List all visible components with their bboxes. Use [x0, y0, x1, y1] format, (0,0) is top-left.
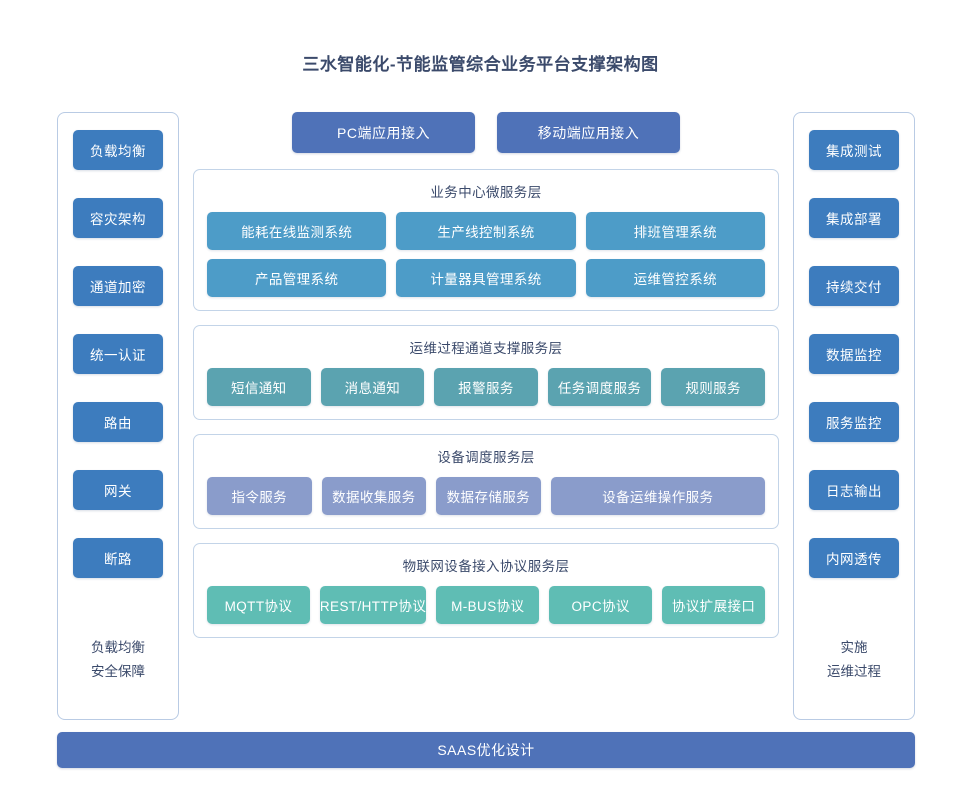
page-title: 三水智能化-节能监管综合业务平台支撑架构图	[302, 55, 659, 74]
layer-device-scheduling: 设备调度服务层 指令服务 数据收集服务 数据存储服务 设备运维操作服务	[193, 434, 779, 529]
node-energy-monitoring-system[interactable]: 能耗在线监测系统	[207, 212, 387, 250]
node-data-storage-service[interactable]: 数据存储服务	[436, 477, 541, 515]
node-task-scheduling-service[interactable]: 任务调度服务	[547, 368, 652, 406]
left-sidebar: 负载均衡 容灾架构 通道加密 统一认证 路由 网关 断路 负载均衡 安全保障	[57, 112, 179, 720]
layer-title-ops: 运维过程通道支撑服务层	[409, 341, 563, 356]
node-mqtt-protocol[interactable]: MQTT协议	[207, 586, 310, 624]
layer-row: MQTT协议 REST/HTTP协议 M-BUS协议 OPC协议 协议扩展接口	[207, 586, 766, 624]
sidebar-item-log-output[interactable]: 日志输出	[809, 470, 899, 510]
bottom-bar-saas[interactable]: SAAS优化设计	[57, 732, 915, 768]
center-column: PC端应用接入 移动端应用接入 业务中心微服务层 能耗在线监测系统 生产线控制系…	[193, 112, 779, 720]
right-sidebar-footer-line2: 运维过程	[827, 663, 881, 679]
left-sidebar-footer-line2: 安全保障	[91, 663, 145, 679]
sidebar-item-service-monitoring[interactable]: 服务监控	[809, 402, 899, 442]
entry-buttons-row: PC端应用接入 移动端应用接入	[193, 112, 779, 153]
layer-row: 能耗在线监测系统 生产线控制系统 排班管理系统	[207, 212, 765, 250]
node-production-line-control-system[interactable]: 生产线控制系统	[396, 212, 576, 250]
sidebar-item-intranet-passthrough[interactable]: 内网透传	[809, 538, 899, 578]
layer-business-microservices: 业务中心微服务层 能耗在线监测系统 生产线控制系统 排班管理系统 产品管理系统 …	[193, 169, 779, 311]
node-alarm-service[interactable]: 报警服务	[434, 368, 538, 406]
sidebar-item-unified-auth[interactable]: 统一认证	[73, 334, 163, 374]
left-sidebar-footer: 负载均衡 安全保障	[91, 636, 145, 683]
node-ops-control-system[interactable]: 运维管控系统	[585, 259, 765, 297]
layer-title-device: 设备调度服务层	[437, 450, 535, 465]
node-rule-service[interactable]: 规则服务	[661, 368, 765, 406]
node-message-notification[interactable]: 消息通知	[320, 368, 425, 406]
sidebar-item-continuous-delivery[interactable]: 持续交付	[809, 266, 899, 306]
sidebar-item-load-balance[interactable]: 负载均衡	[73, 130, 163, 170]
sidebar-item-circuit-breaker[interactable]: 断路	[73, 538, 163, 578]
node-metering-device-management-system[interactable]: 计量器具管理系统	[396, 259, 576, 297]
sidebar-item-channel-encryption[interactable]: 通道加密	[73, 266, 163, 306]
layer-title-iot: 物联网设备接入协议服务层	[402, 559, 570, 574]
sidebar-item-data-monitoring[interactable]: 数据监控	[809, 334, 899, 374]
sidebar-item-routing[interactable]: 路由	[73, 402, 163, 442]
node-data-collection-service[interactable]: 数据收集服务	[321, 477, 427, 515]
node-command-service[interactable]: 指令服务	[207, 477, 312, 515]
layer-row: 指令服务 数据收集服务 数据存储服务 设备运维操作服务	[207, 477, 765, 515]
node-device-ops-operation-service[interactable]: 设备运维操作服务	[550, 477, 765, 515]
entry-button-pc[interactable]: PC端应用接入	[292, 112, 475, 153]
node-protocol-extension-interface[interactable]: 协议扩展接口	[662, 586, 766, 624]
node-mbus-protocol[interactable]: M-BUS协议	[436, 586, 540, 624]
layer-ops-channel-support: 运维过程通道支撑服务层 短信通知 消息通知 报警服务 任务调度服务 规则服务	[193, 325, 779, 420]
left-sidebar-footer-line1: 负载均衡	[91, 640, 145, 655]
layer-title-business: 业务中心微服务层	[430, 185, 542, 200]
node-rest-http-protocol[interactable]: REST/HTTP协议	[319, 586, 427, 624]
right-sidebar-footer: 实施 运维过程	[827, 636, 881, 683]
sidebar-item-integration-deploy[interactable]: 集成部署	[809, 198, 899, 238]
node-shift-management-system[interactable]: 排班管理系统	[585, 212, 765, 250]
diagram-body: 负载均衡 容灾架构 通道加密 统一认证 路由 网关 断路 负载均衡 安全保障 P…	[57, 112, 915, 720]
sidebar-item-integration-test[interactable]: 集成测试	[809, 130, 899, 170]
layer-iot-protocol: 物联网设备接入协议服务层 MQTT协议 REST/HTTP协议 M-BUS协议 …	[193, 543, 779, 638]
right-sidebar-footer-line1: 实施	[840, 640, 868, 655]
sidebar-item-dr-architecture[interactable]: 容灾架构	[73, 198, 163, 238]
sidebar-item-gateway[interactable]: 网关	[73, 470, 163, 510]
layer-row: 短信通知 消息通知 报警服务 任务调度服务 规则服务	[207, 368, 765, 406]
node-opc-protocol[interactable]: OPC协议	[549, 586, 653, 624]
node-sms-notification[interactable]: 短信通知	[207, 368, 311, 406]
layer-row: 产品管理系统 计量器具管理系统 运维管控系统	[207, 259, 765, 297]
entry-button-mobile[interactable]: 移动端应用接入	[497, 112, 680, 153]
node-product-management-system[interactable]: 产品管理系统	[207, 259, 387, 297]
right-sidebar: 集成测试 集成部署 持续交付 数据监控 服务监控 日志输出 内网透传 实施 运维…	[793, 112, 915, 720]
